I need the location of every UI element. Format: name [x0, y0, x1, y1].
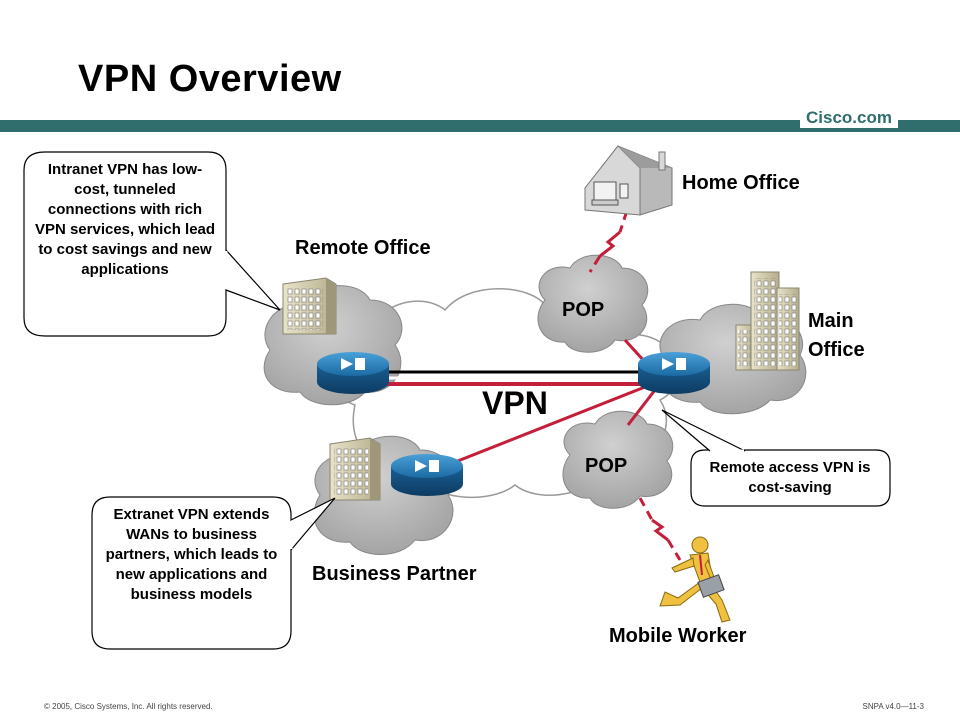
home-office-label: Home Office — [682, 172, 800, 194]
home-office-house-icon — [584, 145, 673, 216]
pop-bottom-label: POP — [585, 455, 628, 477]
business-partner-building-icon — [329, 437, 381, 501]
callout-extranet-text: Extranet VPN extends WANs to business pa… — [105, 506, 278, 603]
router-remote-office — [317, 352, 389, 394]
callout-intranet-text: Intranet VPN has low-cost, tunneled conn… — [34, 161, 216, 278]
router-main-office — [638, 352, 710, 394]
brand-logo-text: Cisco.com — [800, 108, 898, 128]
main-office-buildings-icon — [735, 271, 800, 371]
callout-extranet — [91, 496, 336, 650]
footer-course-code: SNPA v4.0—11-3 — [862, 702, 924, 711]
mobile-worker-icon — [659, 536, 731, 623]
callout-intranet — [23, 151, 281, 337]
router-business-partner — [391, 454, 463, 496]
remote-office-label: Remote Office — [295, 237, 431, 259]
footer-copyright: © 2005, Cisco Systems, Inc. All rights r… — [44, 702, 213, 711]
pop-top-label: POP — [562, 299, 605, 321]
remote-office-building-icon — [282, 277, 337, 335]
callout-remote-access — [661, 409, 891, 507]
vpn-label: VPN — [482, 385, 548, 421]
mobile-worker-label: Mobile Worker — [609, 625, 747, 647]
main-office-label-line2: Office — [808, 339, 865, 361]
header-bar — [0, 120, 960, 132]
main-office-label-line1: Main — [808, 310, 854, 332]
callout-remote-access-text: Remote access VPN is cost-saving — [709, 459, 871, 496]
pop-cloud-bottom — [562, 410, 674, 509]
slide-title: VPN Overview — [78, 58, 342, 100]
business-partner-label: Business Partner — [312, 563, 477, 585]
pop-cloud-top — [537, 254, 649, 353]
